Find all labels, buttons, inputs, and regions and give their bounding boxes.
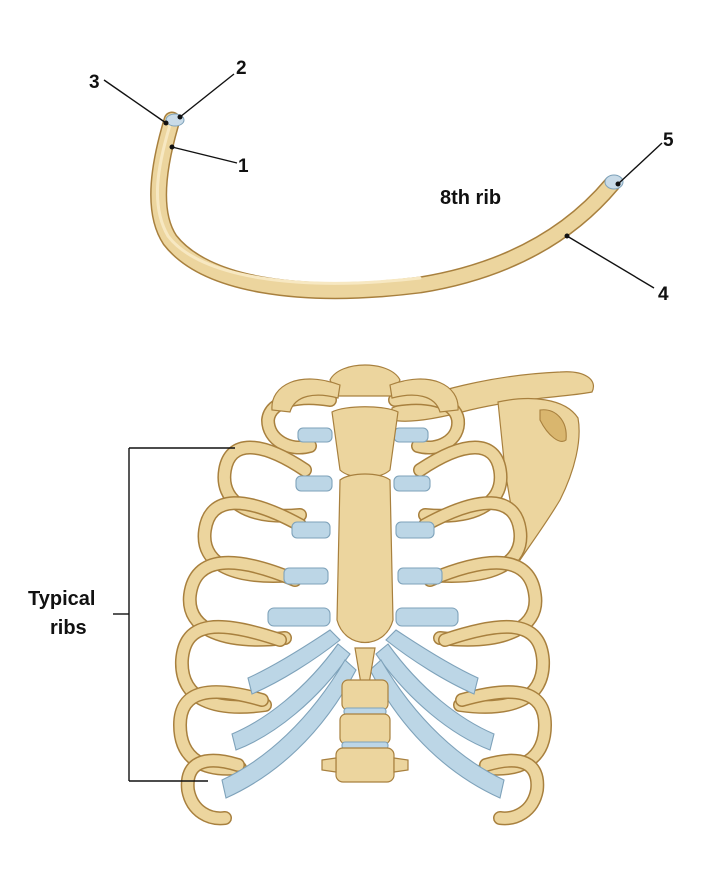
vertebra-3-transverse <box>321 757 409 773</box>
thoracic-cage-illustration <box>172 364 594 826</box>
costal-cartilages <box>221 379 505 799</box>
label-4: 4 <box>658 284 669 305</box>
first-rib-left <box>271 378 341 413</box>
first-vertebra <box>329 364 401 397</box>
vertebra-2 <box>339 713 391 745</box>
first-rib-right <box>389 378 459 413</box>
rib-title: 8th rib <box>440 187 501 209</box>
vertebra-3 <box>335 747 395 783</box>
sternum-body <box>336 473 394 643</box>
rib-leader-lines <box>103 73 663 289</box>
vertebra-1 <box>341 679 389 711</box>
scapula <box>497 397 580 562</box>
label-1: 1 <box>238 156 249 177</box>
typical-ribs-label-line2: ribs <box>50 617 87 639</box>
eighth-rib-illustration <box>150 111 624 300</box>
label-3: 3 <box>89 72 100 93</box>
typical-ribs-bracket <box>113 447 235 782</box>
typical-ribs-label-line1: Typical <box>28 588 95 610</box>
label-5: 5 <box>663 130 674 151</box>
label-2: 2 <box>236 58 247 79</box>
manubrium <box>331 406 399 479</box>
